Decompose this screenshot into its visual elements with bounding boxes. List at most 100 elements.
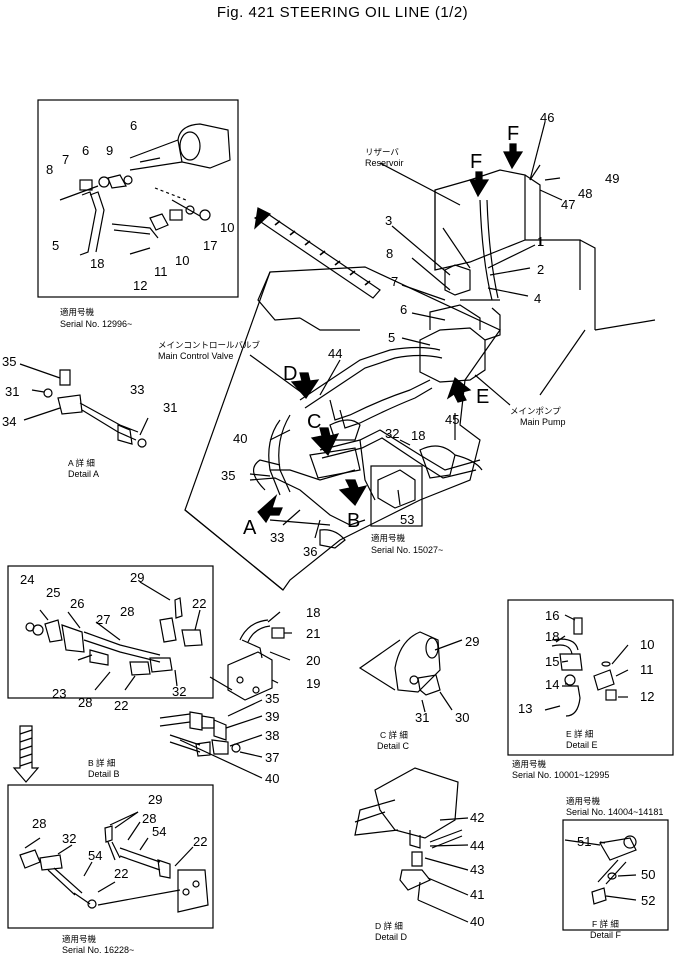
inset-box-top-left [37,99,239,298]
d-callout-41: 41 [470,887,484,902]
callout-53: 53 [400,512,414,527]
b-callout-22b: 22 [114,698,128,713]
callout-48: 48 [578,186,592,201]
a-callout-34: 34 [2,414,16,429]
a-callout-31a: 31 [5,384,19,399]
tl-callout-6a: 6 [130,118,137,133]
e-callout-10: 10 [640,637,654,652]
serial-applicable-1: 適用号機 [60,307,95,317]
detail-b-en: Detail B [88,769,120,779]
b-callout-29: 29 [130,570,144,585]
d-callout-44: 44 [470,838,484,853]
inset-box-detail-b [7,565,214,699]
b-callout-22a: 22 [192,596,206,611]
letter-E: E [476,386,489,408]
arrow-D [290,372,320,399]
detail-a-en: Detail A [68,469,99,479]
b-callout-32: 32 [172,684,186,699]
main-control-valve [309,447,361,479]
letter-F-1: F [470,151,482,173]
callout-35-main: 35 [221,468,235,483]
arrow-B [338,479,368,506]
callout-21: 21 [306,626,320,641]
arrow-F-2 [503,143,524,170]
callout-3: 3 [385,213,392,228]
b2-callout-28a: 28 [32,816,46,831]
b-callout-28a: 28 [120,604,134,619]
callout-7: 7 [391,274,398,289]
serial-16228: Serial No. 16228~ [62,945,134,955]
callout-45: 45 [445,412,459,427]
callout-33-main: 33 [270,530,284,545]
inset-box-detail-f [562,819,669,931]
callout-1: 1 [537,234,544,249]
e-callout-18: 18 [545,629,559,644]
serial-12996: Serial No. 12996~ [60,319,132,329]
callout-18-b: 18 [306,605,320,620]
block-19 [227,651,273,701]
e-callout-12: 12 [640,689,654,704]
detail-f-en: Detail F [590,930,622,940]
serial-applicable-3: 適用号機 [512,759,547,769]
tl-callout-11: 11 [154,264,168,279]
figure-title: Fig. 421 STEERING OIL LINE (1/2) [216,4,469,21]
tl-callout-8: 8 [46,162,53,177]
callout-39: 39 [265,709,279,724]
b-callout-23: 23 [52,686,66,701]
f-callout-51: 51 [577,834,591,849]
b-callout-25: 25 [46,585,60,600]
tl-callout-18: 18 [90,256,104,271]
letter-C: C [307,411,321,433]
e-callout-15: 15 [545,654,559,669]
b2-callout-22a: 22 [114,866,128,881]
callout-8: 8 [386,246,393,261]
tl-callout-10a: 10 [220,220,234,235]
e-callout-14: 14 [545,677,559,692]
serial-14004: Serial No. 14004~14181 [566,807,663,817]
callout-19: 19 [306,676,320,691]
d-callout-40: 40 [470,914,484,929]
f-callout-50: 50 [641,867,655,882]
serial-applicable-2: 適用号機 [371,533,406,543]
detail-b-jp: B 詳 細 [88,758,115,768]
detail-c-jp: C 詳 細 [380,730,408,740]
detail-d-en: Detail D [375,932,408,942]
letter-F-2: F [507,123,519,145]
a-callout-35: 35 [2,354,16,369]
arrow-C [310,427,340,457]
mcv-label-en: Main Control Valve [158,351,233,361]
b2-callout-54a: 54 [88,848,102,863]
detail-c-en: Detail C [377,741,410,751]
callout-32-main: 32 [385,426,399,441]
b2-callout-28b: 28 [142,811,156,826]
e-callout-16: 16 [545,608,559,623]
hatched-down-arrow [12,725,40,783]
callout-38: 38 [265,728,279,743]
pipe-44 [299,346,441,401]
inset-box-detail-e [507,599,674,756]
detail-e-en: Detail E [566,740,598,750]
letter-D: D [283,363,297,385]
inset-box-detail-b2 [7,784,214,929]
callout-49: 49 [605,171,619,186]
callout-37: 37 [265,750,279,765]
b2-callout-54b: 54 [152,824,166,839]
callout-35-b: 35 [265,691,279,706]
arrow-A [257,494,283,524]
chassis-frame [184,266,501,591]
callout-40-main: 40 [233,431,247,446]
b2-callout-22b: 22 [193,834,207,849]
callout-46: 46 [540,110,554,125]
reservoir-label-jp: リザーバ [365,147,399,157]
a-callout-31b: 31 [163,400,177,415]
callout-36: 36 [303,544,317,559]
detail-d-jp: D 詳 細 [375,921,403,931]
b-callout-24: 24 [20,572,34,587]
tl-callout-6b: 6 [82,143,89,158]
main-pump [419,327,486,383]
b-callout-28b: 28 [78,695,92,710]
c-callout-29: 29 [465,634,479,649]
b2-callout-32: 32 [62,831,76,846]
